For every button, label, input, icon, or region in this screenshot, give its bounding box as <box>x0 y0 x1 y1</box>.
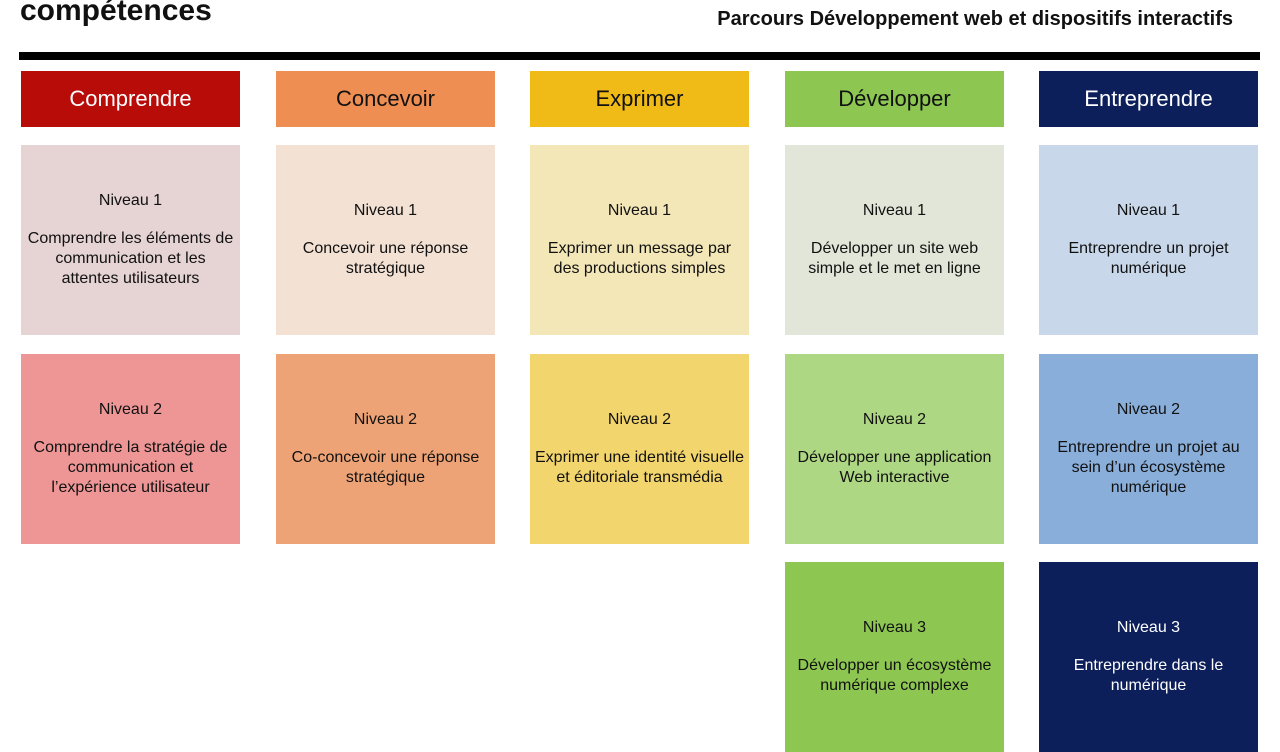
level-label: Niveau 2 <box>353 411 418 428</box>
level-card: Niveau 3 Entreprendre dans le numérique <box>1039 562 1258 752</box>
level-label: Niveau 3 <box>862 619 927 636</box>
level-label: Niveau 1 <box>862 202 927 219</box>
level-label: Niveau 2 <box>1116 401 1181 418</box>
competence-header: Développer <box>785 71 1004 127</box>
level-card: Niveau 1 Comprendre les éléments de commu… <box>21 145 240 335</box>
page-subtitle: Parcours Développement web et dispositif… <box>717 8 1233 30</box>
level-card: Niveau 3 Développer un écosystème numériq… <box>785 562 1004 752</box>
competence-header: Entreprendre <box>1039 71 1258 127</box>
level-label: Niveau 1 <box>98 192 163 209</box>
level-description: Entreprendre un projet au sein d’un écos… <box>1057 439 1240 496</box>
level-label: Niveau 2 <box>862 411 927 428</box>
level-description: Exprimer une identité visuelle et éditor… <box>535 449 744 486</box>
competence-header: Comprendre <box>21 71 240 127</box>
competence-header: Concevoir <box>276 71 495 127</box>
level-label: Niveau 3 <box>1116 619 1181 636</box>
level-label: Niveau 2 <box>607 411 672 428</box>
level-card: Niveau 2 Entreprendre un projet au sein d… <box>1039 354 1258 544</box>
level-card: Niveau 2 Co-concevoir une réponse stratég… <box>276 354 495 544</box>
level-description: Comprendre la stratégie de communication… <box>33 439 228 496</box>
level-description: Développer une application Web interacti… <box>797 449 992 486</box>
level-card: Niveau 1 Concevoir une réponse stratégiqu… <box>276 145 495 335</box>
level-description: Co-concevoir une réponse stratégique <box>291 449 480 486</box>
level-card: Niveau 2 Développer une application Web i… <box>785 354 1004 544</box>
level-label: Niveau 1 <box>1116 202 1181 219</box>
level-card: Niveau 2 Comprendre la stratégie de commu… <box>21 354 240 544</box>
level-label: Niveau 1 <box>353 202 418 219</box>
level-description: Comprendre les éléments de communication… <box>27 230 234 287</box>
level-description: Développer un écosystème numérique compl… <box>797 657 992 694</box>
level-card: Niveau 1 Entreprendre un projet numérique <box>1039 145 1258 335</box>
page-title: compétences <box>20 0 212 27</box>
divider <box>19 52 1260 60</box>
level-card: Niveau 2 Exprimer une identité visuelle e… <box>530 354 749 544</box>
competence-header: Exprimer <box>530 71 749 127</box>
level-description: Entreprendre dans le numérique <box>1073 657 1224 694</box>
level-label: Niveau 2 <box>98 401 163 418</box>
level-description: Exprimer un message par des productions … <box>547 240 732 277</box>
level-card: Niveau 1 Exprimer un message par des prod… <box>530 145 749 335</box>
level-description: Développer un site web simple et le met … <box>808 240 981 277</box>
level-label: Niveau 1 <box>607 202 672 219</box>
level-description: Entreprendre un projet numérique <box>1068 240 1229 277</box>
level-card: Niveau 1 Développer un site web simple et… <box>785 145 1004 335</box>
level-description: Concevoir une réponse stratégique <box>302 240 469 277</box>
